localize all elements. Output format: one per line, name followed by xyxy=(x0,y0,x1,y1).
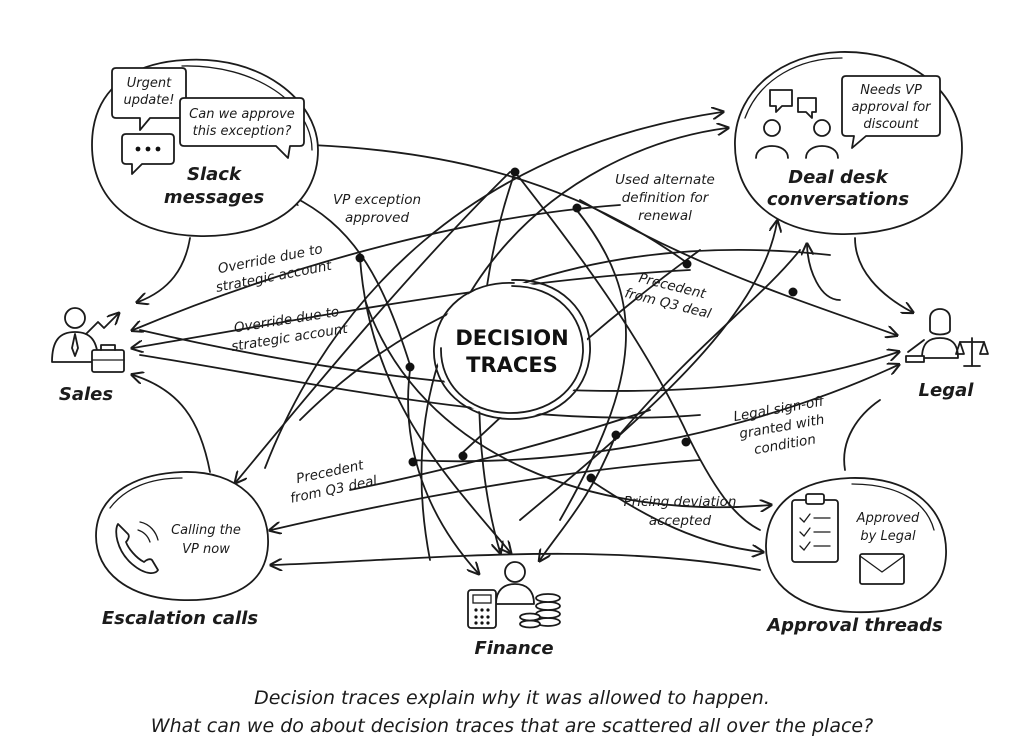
chat-dots-icon xyxy=(121,133,175,175)
caption-line1: Decision traces explain why it was allow… xyxy=(254,687,770,709)
caption-line2: What can we do about decision traces tha… xyxy=(150,715,874,737)
briefcase-icon xyxy=(91,344,125,373)
approval-node: Approved by Legal Approval threads xyxy=(765,477,947,636)
svg-text:Pricing deviation: Pricing deviation xyxy=(624,494,737,510)
deal-desk-title-line1: Deal desk xyxy=(788,167,889,188)
slack-node: Urgent update! Can we approve this excep… xyxy=(91,58,319,237)
escalation-title: Escalation calls xyxy=(102,608,259,629)
finance-node: Finance xyxy=(467,561,561,659)
calculator-icon xyxy=(467,589,497,629)
svg-text:approved: approved xyxy=(345,210,410,226)
envelope-icon xyxy=(859,553,905,585)
sales-node: Sales xyxy=(51,307,125,405)
speech-bubble-icon xyxy=(841,75,941,149)
svg-text:Used alternate: Used alternate xyxy=(615,172,715,188)
slack-bubble1-line2: update! xyxy=(123,93,174,108)
deal-desk-bubble-line2: approval for xyxy=(851,100,932,115)
deal-desk-bubble-line3: discount xyxy=(863,117,919,132)
edge-label-precedent-right: Precedent from Q3 deal xyxy=(623,270,713,322)
edge-label-pricing-deviation: Pricing deviation accepted xyxy=(624,494,737,529)
sales-title: Sales xyxy=(59,384,113,405)
finance-title: Finance xyxy=(474,638,553,659)
svg-text:accepted: accepted xyxy=(649,513,712,529)
edge-label-precedent-left: Precedent from Q3 deal xyxy=(289,457,379,507)
edge-label-override-2: Override due to strategic account xyxy=(230,304,349,355)
center-node: DECISION TRACES xyxy=(433,279,591,420)
approval-inner-line1: Approved xyxy=(856,511,920,526)
slack-title-line2: messages xyxy=(164,187,265,208)
deal-desk-bubble-line1: Needs VP xyxy=(860,83,922,98)
coins-icon xyxy=(519,593,561,629)
edge-label-override-1: Override due to strategic account xyxy=(214,241,333,296)
clipboard-checklist-icon xyxy=(791,493,839,563)
caption: Decision traces explain why it was allow… xyxy=(0,684,1024,740)
speech-bubble-icon xyxy=(179,97,305,159)
escalation-inner-line1: Calling the xyxy=(171,523,241,538)
slack-bubble2-line2: this exception? xyxy=(193,124,292,139)
person-icon xyxy=(495,561,535,605)
legal-node: Legal xyxy=(905,308,989,401)
approval-title: Approval threads xyxy=(765,615,943,636)
edge-label-alternate-definition: Used alternate definition for renewal xyxy=(615,172,715,224)
judge-icon xyxy=(905,308,959,363)
edge-label-vp-exception: VP exception approved xyxy=(333,192,421,226)
speech-bubble-icon xyxy=(111,67,187,131)
legal-title: Legal xyxy=(919,380,975,401)
deal-desk-node: Needs VP approval for discount Deal desk… xyxy=(734,51,963,235)
escalation-inner-line2: VP now xyxy=(182,542,230,557)
slack-title-line1: Slack xyxy=(187,164,242,185)
edge-label-legal-signoff: Legal sign-off granted with condition xyxy=(732,393,826,458)
approval-inner-line2: by Legal xyxy=(860,529,916,544)
phone-icon xyxy=(115,521,159,574)
scales-icon xyxy=(955,337,989,367)
svg-text:renewal: renewal xyxy=(638,208,692,224)
escalation-node: Calling the VP now Escalation calls xyxy=(95,471,269,629)
center-title-line2: TRACES xyxy=(466,353,558,377)
svg-text:VP exception: VP exception xyxy=(333,192,421,208)
svg-text:definition for: definition for xyxy=(622,190,710,206)
deal-desk-title-line2: conversations xyxy=(767,189,909,210)
slack-bubble2-line1: Can we approve xyxy=(189,107,295,122)
slack-bubble1-line1: Urgent xyxy=(127,76,172,91)
people-icon xyxy=(755,89,839,159)
center-title-line1: DECISION xyxy=(455,326,568,350)
